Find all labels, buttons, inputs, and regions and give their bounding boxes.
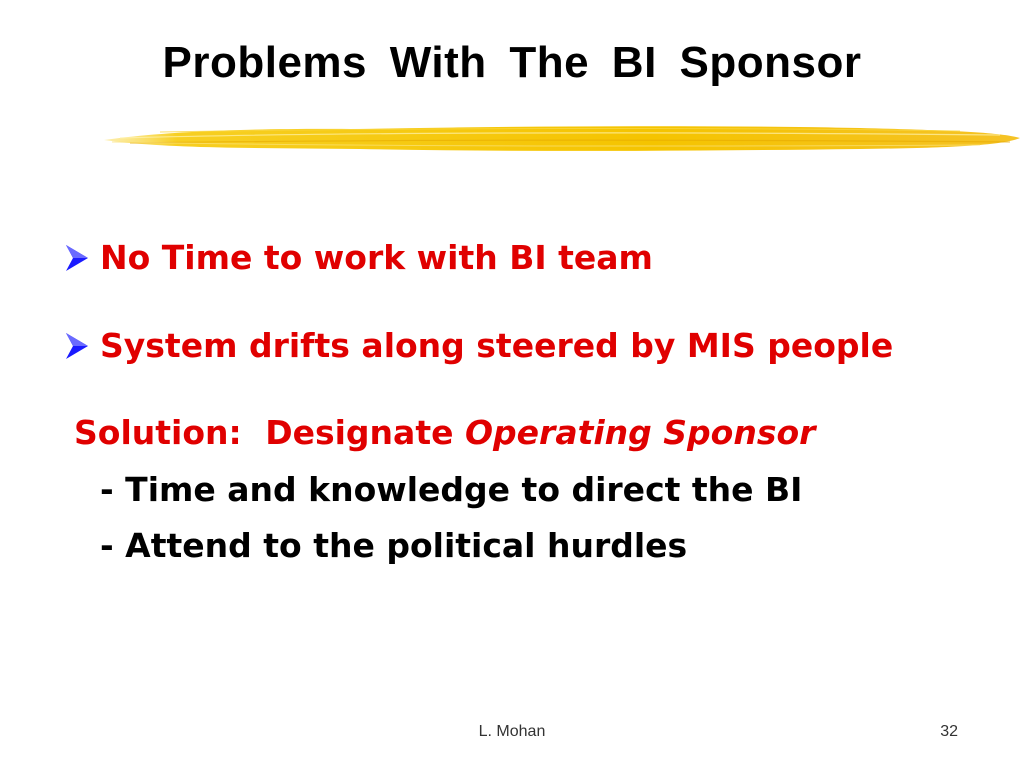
solution-emphasis: Operating Sponsor [464, 413, 816, 452]
arrowhead-bullet-icon [66, 244, 88, 271]
footer-author: L. Mohan [478, 723, 546, 740]
arrowhead-bullet-icon [66, 332, 88, 359]
bullet-item: No Time to work with BI team [64, 238, 653, 277]
page-number: 32 [940, 723, 958, 740]
bullet-text: No Time to work with BI team [100, 238, 653, 277]
solution-point: - Time and knowledge to direct the BI [100, 470, 803, 509]
slide-title: Problems With The BI Sponsor [162, 38, 862, 87]
solution-label: Solution: [74, 413, 242, 452]
brush-stroke-underline [104, 126, 1020, 151]
solution-point: - Attend to the political hurdles [100, 526, 688, 565]
bullet-text: System drifts along steered by MIS peopl… [100, 326, 894, 365]
solution-line: Solution: Designate Operating Sponsor [74, 413, 815, 452]
solution-verb: Designate [265, 413, 454, 452]
bullet-item: System drifts along steered by MIS peopl… [64, 326, 893, 365]
